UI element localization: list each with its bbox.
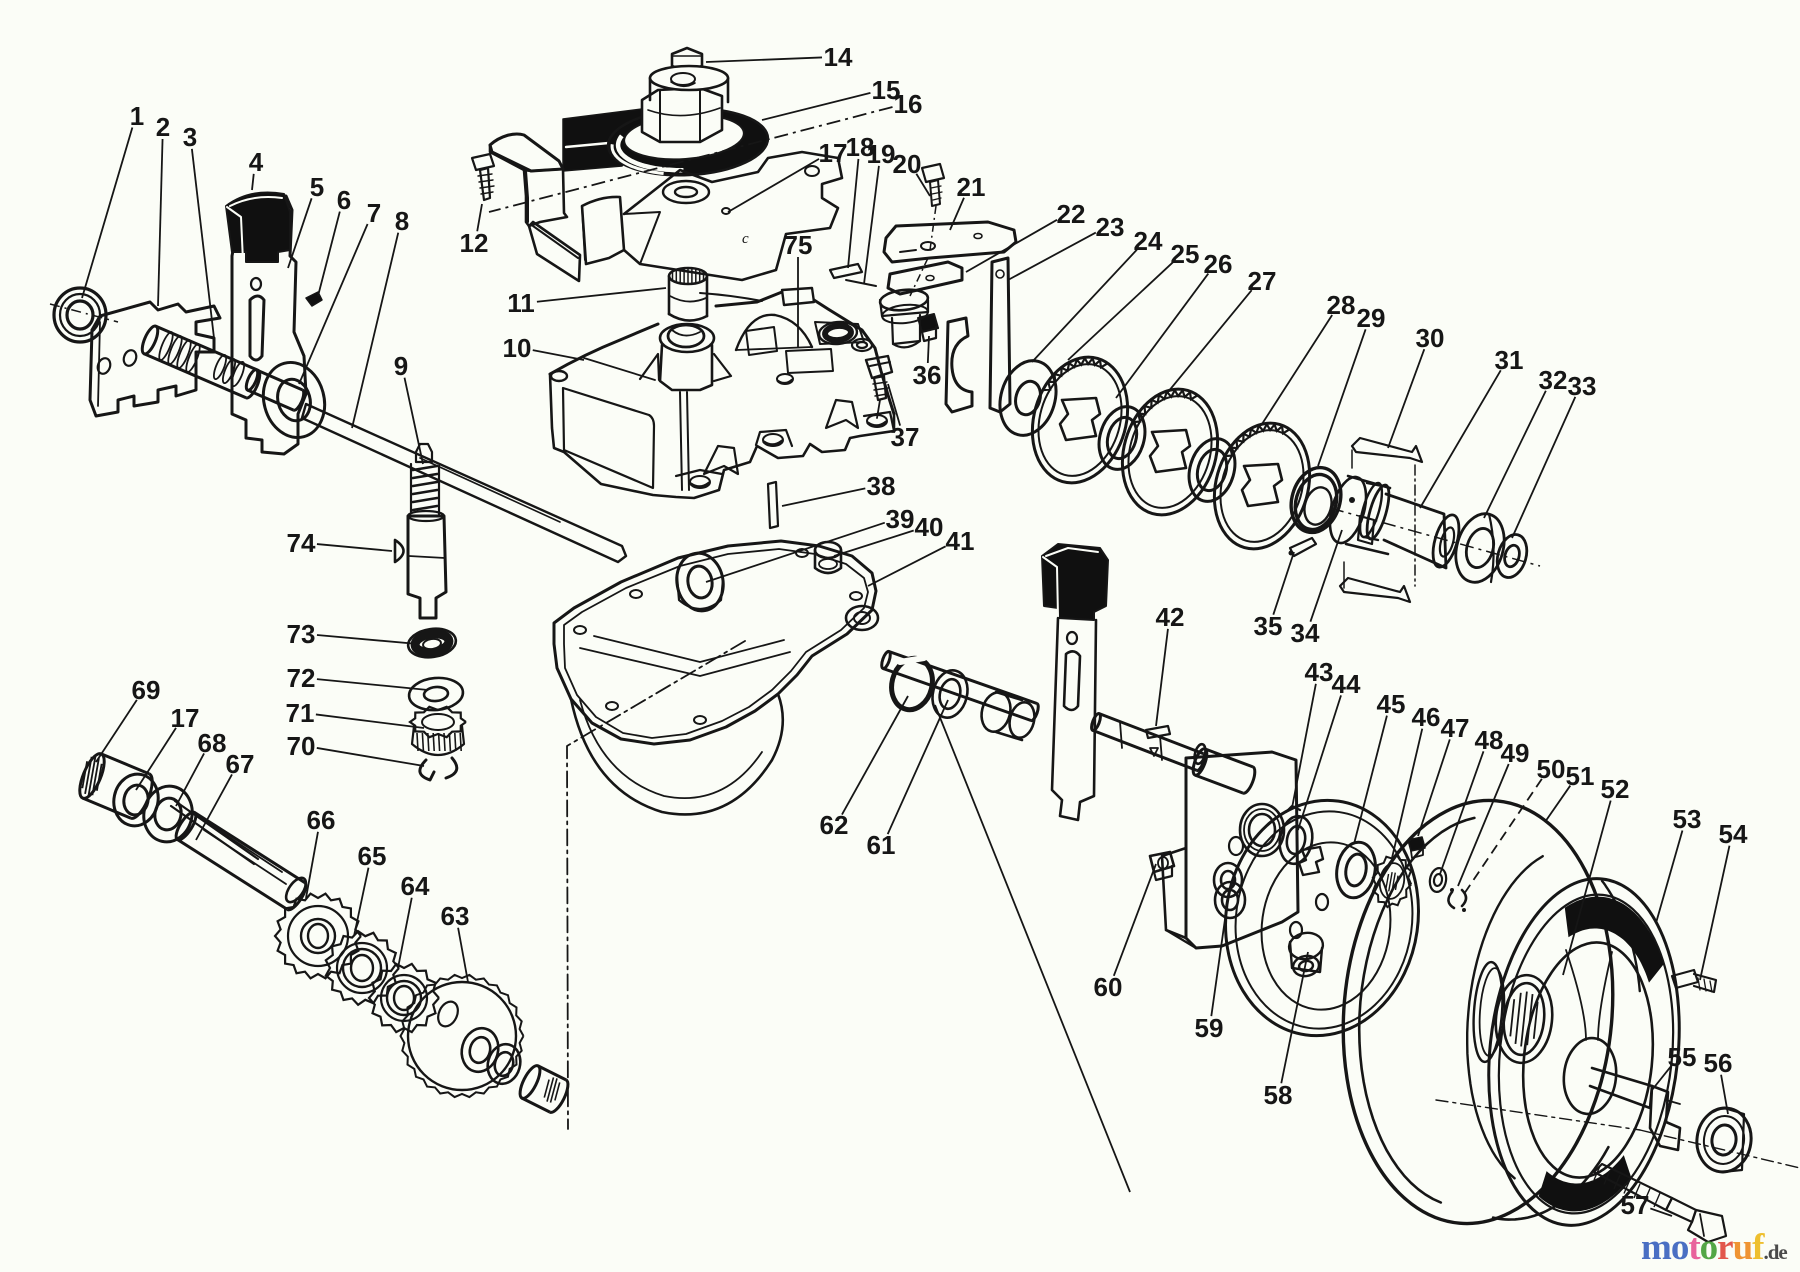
svg-text:20: 20 bbox=[893, 149, 922, 179]
svg-text:34: 34 bbox=[1291, 618, 1320, 648]
svg-text:69: 69 bbox=[132, 675, 161, 705]
svg-text:68: 68 bbox=[198, 728, 227, 758]
svg-text:39: 39 bbox=[886, 504, 915, 534]
svg-text:50: 50 bbox=[1537, 754, 1566, 784]
svg-text:46: 46 bbox=[1412, 702, 1441, 732]
svg-text:72: 72 bbox=[287, 663, 316, 693]
svg-text:12: 12 bbox=[460, 228, 489, 258]
svg-text:56: 56 bbox=[1704, 1048, 1733, 1078]
svg-text:49: 49 bbox=[1501, 738, 1530, 768]
svg-text:40: 40 bbox=[915, 512, 944, 542]
svg-text:17: 17 bbox=[171, 703, 200, 733]
svg-text:6: 6 bbox=[337, 185, 351, 215]
svg-text:60: 60 bbox=[1094, 972, 1123, 1002]
svg-text:38: 38 bbox=[867, 471, 896, 501]
svg-text:14: 14 bbox=[824, 42, 853, 72]
svg-text:10: 10 bbox=[503, 333, 532, 363]
svg-text:52: 52 bbox=[1601, 774, 1630, 804]
svg-text:c: c bbox=[742, 231, 749, 247]
svg-text:44: 44 bbox=[1332, 669, 1361, 699]
svg-text:66: 66 bbox=[307, 805, 336, 835]
svg-text:54: 54 bbox=[1719, 819, 1748, 849]
svg-text:71: 71 bbox=[286, 698, 315, 728]
svg-text:27: 27 bbox=[1248, 266, 1277, 296]
svg-text:3: 3 bbox=[183, 122, 197, 152]
svg-text:41: 41 bbox=[946, 526, 975, 556]
svg-text:5: 5 bbox=[310, 172, 324, 202]
svg-text:19: 19 bbox=[867, 139, 896, 169]
svg-text:32: 32 bbox=[1539, 365, 1568, 395]
svg-text:62: 62 bbox=[820, 810, 849, 840]
svg-text:43: 43 bbox=[1305, 657, 1334, 687]
svg-text:45: 45 bbox=[1377, 689, 1406, 719]
svg-text:11: 11 bbox=[507, 288, 535, 318]
svg-text:9: 9 bbox=[394, 351, 408, 381]
svg-text:28: 28 bbox=[1327, 290, 1356, 320]
svg-text:55: 55 bbox=[1668, 1042, 1697, 1072]
svg-text:42: 42 bbox=[1156, 602, 1185, 632]
svg-text:25: 25 bbox=[1171, 239, 1200, 269]
svg-text:57: 57 bbox=[1621, 1190, 1650, 1220]
svg-text:51: 51 bbox=[1566, 761, 1595, 791]
svg-text:motoruf.de: motoruf.de bbox=[1641, 1227, 1787, 1268]
svg-text:18: 18 bbox=[846, 132, 875, 162]
svg-text:4: 4 bbox=[249, 147, 264, 177]
svg-text:24: 24 bbox=[1134, 226, 1163, 256]
svg-text:59: 59 bbox=[1195, 1013, 1224, 1043]
svg-text:1: 1 bbox=[130, 101, 144, 131]
svg-text:30: 30 bbox=[1416, 323, 1445, 353]
svg-text:7: 7 bbox=[367, 198, 381, 228]
svg-text:16: 16 bbox=[894, 89, 923, 119]
svg-text:36: 36 bbox=[913, 360, 942, 390]
svg-text:37: 37 bbox=[891, 422, 920, 452]
svg-text:74: 74 bbox=[287, 528, 316, 558]
svg-text:61: 61 bbox=[867, 830, 896, 860]
svg-text:35: 35 bbox=[1254, 611, 1283, 641]
svg-text:22: 22 bbox=[1057, 199, 1086, 229]
svg-text:15: 15 bbox=[872, 75, 901, 105]
svg-text:64: 64 bbox=[401, 871, 430, 901]
svg-text:31: 31 bbox=[1495, 345, 1524, 375]
svg-text:65: 65 bbox=[358, 841, 387, 871]
svg-text:29: 29 bbox=[1357, 303, 1386, 333]
svg-text:70: 70 bbox=[287, 731, 316, 761]
svg-text:17: 17 bbox=[819, 138, 848, 168]
svg-text:58: 58 bbox=[1264, 1080, 1293, 1110]
svg-text:48: 48 bbox=[1475, 725, 1504, 755]
svg-text:26: 26 bbox=[1204, 249, 1233, 279]
svg-text:2: 2 bbox=[156, 112, 170, 142]
svg-text:33: 33 bbox=[1568, 371, 1597, 401]
svg-text:53: 53 bbox=[1673, 804, 1702, 834]
svg-text:75: 75 bbox=[784, 230, 813, 260]
svg-text:73: 73 bbox=[287, 619, 316, 649]
svg-text:21: 21 bbox=[957, 172, 986, 202]
svg-text:23: 23 bbox=[1096, 212, 1125, 242]
svg-text:47: 47 bbox=[1441, 713, 1470, 743]
svg-text:8: 8 bbox=[395, 206, 409, 236]
svg-text:67: 67 bbox=[226, 749, 255, 779]
svg-text:63: 63 bbox=[441, 901, 470, 931]
